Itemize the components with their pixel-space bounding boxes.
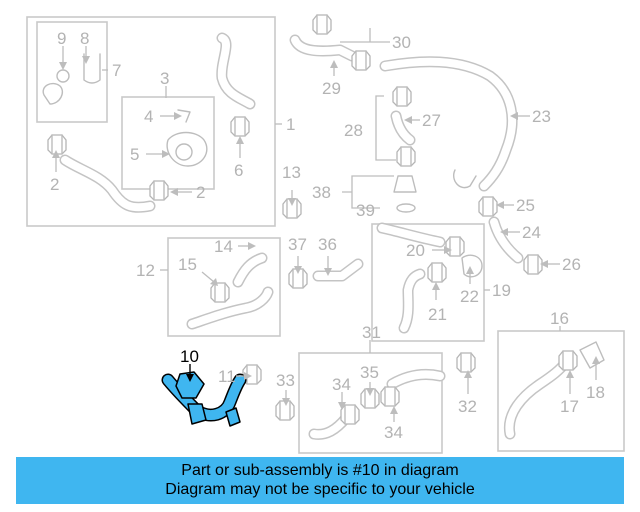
label-38: 38 xyxy=(312,183,331,202)
info-banner: Part or sub-assembly is #10 in diagram D… xyxy=(16,457,624,504)
box-group-12 xyxy=(167,237,281,337)
label-18: 18 xyxy=(586,383,605,402)
hose-24 xyxy=(488,216,524,264)
group-31-parts xyxy=(308,368,446,440)
label-21: 21 xyxy=(428,305,447,324)
label-14: 14 xyxy=(214,237,233,256)
clamp-25 xyxy=(478,196,498,217)
label-26: 26 xyxy=(562,255,581,274)
label-35: 35 xyxy=(360,363,379,382)
label-19: 19 xyxy=(492,281,511,300)
group-30-parts xyxy=(289,14,390,71)
label-30: 30 xyxy=(392,33,411,52)
clamp-26 xyxy=(523,254,543,275)
callout-numbers: 9 8 7 3 4 5 6 2 2 1 30 29 27 28 23 13 38… xyxy=(50,29,605,442)
group-1-parts xyxy=(42,32,256,213)
label-3: 3 xyxy=(160,69,169,88)
label-24: 24 xyxy=(522,223,541,242)
label-20: 20 xyxy=(406,241,425,260)
group-16-parts xyxy=(503,341,605,440)
label-10: 10 xyxy=(180,347,199,366)
label-31: 31 xyxy=(362,323,381,342)
label-39: 39 xyxy=(356,201,375,220)
label-15: 15 xyxy=(178,255,197,274)
label-8: 8 xyxy=(80,29,89,48)
group-19-parts xyxy=(376,222,483,334)
box-group-19 xyxy=(371,223,485,342)
group-38-parts xyxy=(342,175,417,213)
label-32: 32 xyxy=(458,397,477,416)
label-29: 29 xyxy=(322,79,341,98)
label-34a: 34 xyxy=(332,375,351,394)
label-7: 7 xyxy=(112,61,121,80)
label-34b: 34 xyxy=(384,423,403,442)
label-11: 11 xyxy=(218,367,236,386)
label-36: 36 xyxy=(318,235,337,254)
label-5: 5 xyxy=(130,145,139,164)
label-17: 17 xyxy=(560,397,579,416)
info-banner-line-2: Diagram may not be specific to your vehi… xyxy=(165,481,475,498)
box-group-16 xyxy=(497,330,625,452)
label-27: 27 xyxy=(422,111,441,130)
hose-36 xyxy=(312,258,364,282)
label-13: 13 xyxy=(282,163,301,182)
group-12-parts xyxy=(186,252,274,330)
label-22: 22 xyxy=(460,287,479,306)
label-28: 28 xyxy=(344,121,363,140)
label-9: 9 xyxy=(57,29,66,48)
label-4: 4 xyxy=(144,107,153,126)
pipe-23 xyxy=(379,56,518,192)
label-23: 23 xyxy=(532,107,551,126)
leaders xyxy=(52,46,600,422)
label-12: 12 xyxy=(136,261,155,280)
label-2a: 2 xyxy=(50,175,59,194)
label-25: 25 xyxy=(516,196,535,215)
part-10-hose xyxy=(161,371,247,427)
label-37: 37 xyxy=(288,235,307,254)
label-16: 16 xyxy=(550,309,569,328)
label-2b: 2 xyxy=(196,183,205,202)
clamp-32 xyxy=(456,352,476,373)
leader-10 xyxy=(186,364,194,382)
label-1: 1 xyxy=(286,115,295,134)
info-banner-line-1: Part or sub-assembly is #10 in diagram xyxy=(181,462,459,479)
label-33: 33 xyxy=(276,371,295,390)
group-28-parts xyxy=(375,86,416,167)
label-6: 6 xyxy=(234,161,243,180)
